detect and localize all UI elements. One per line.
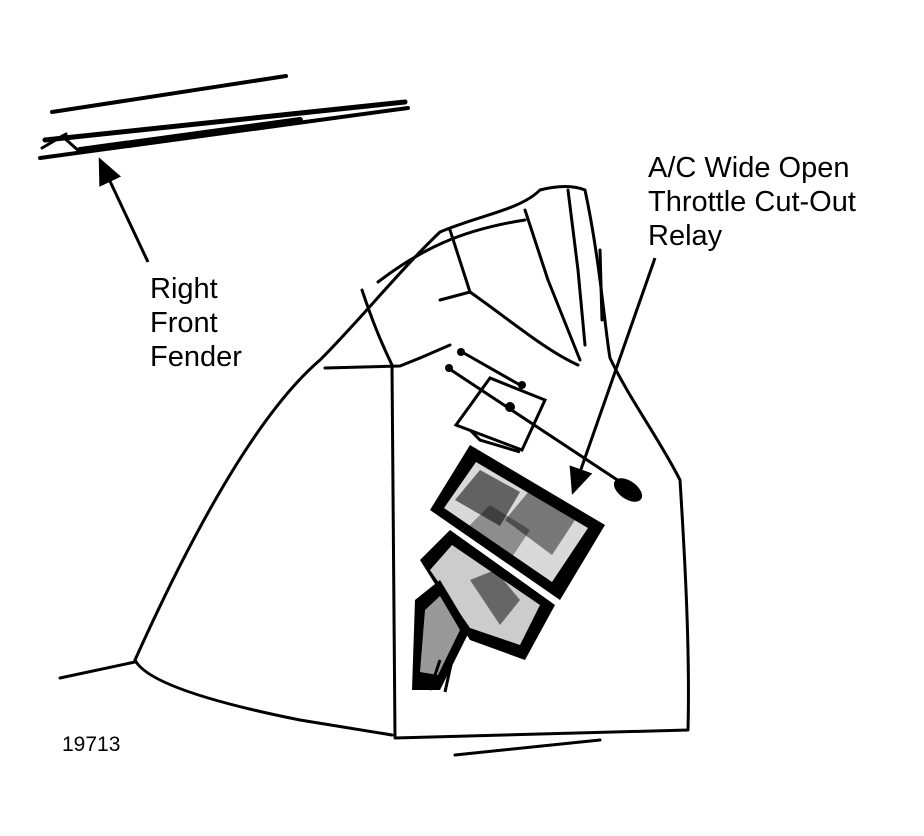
relay-leader-arrow (569, 257, 657, 495)
fender-label-line-3: Fender (150, 341, 242, 373)
figure-number: 19713 (62, 733, 121, 756)
relay-label-line-1: A/C Wide Open (648, 152, 850, 184)
fender-leader-arrow (98, 157, 150, 263)
fender-label: Right Front Fender (150, 272, 242, 374)
fender-label-line-1: Right (150, 273, 218, 305)
relay-label: A/C Wide Open Throttle Cut-Out Relay (648, 151, 856, 253)
mounting-bracket (447, 350, 641, 497)
relay-body (430, 445, 605, 600)
fender-label-line-2: Front (150, 307, 218, 339)
wiring-harness (412, 530, 555, 693)
relay-label-line-3: Relay (648, 220, 723, 252)
panel-outline (58, 185, 690, 757)
fender-edge (38, 74, 410, 160)
relay-label-line-2: Throttle Cut-Out (648, 186, 856, 218)
screw-heads (445, 348, 643, 502)
